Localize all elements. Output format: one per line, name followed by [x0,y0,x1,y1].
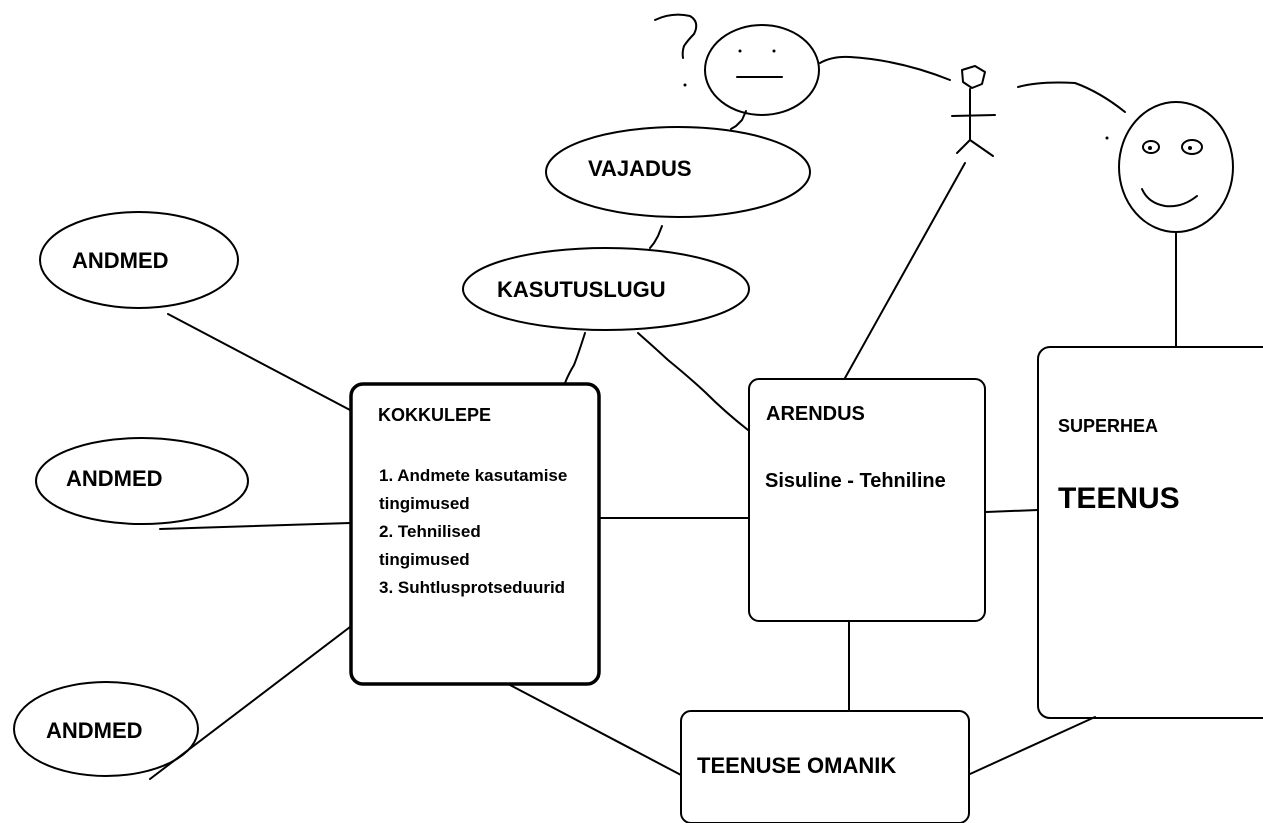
line-arendus-superhea [985,509,1039,513]
ellipse-vajadus [545,126,811,218]
question-dot [683,83,687,87]
line-face-stickman [819,55,951,81]
box-kokkulepe [349,382,601,686]
stickman-leg-left [956,139,971,154]
teenus-label: TEENUS [1058,482,1180,515]
kokkulepe-title: KOKKULEPE [378,405,492,425]
kokkulepe-item: 3. Suhtlusprotseduurid [379,578,566,597]
vajadus-label: VAJADUS [588,156,692,181]
line-face-vajadus [730,110,747,130]
stickman-head [961,65,986,89]
ellipse-andmed-3 [13,681,199,777]
line-stickman-arendus [844,162,966,379]
line-kasutuslugu-arendus [637,332,749,431]
stickman-leg-right [969,139,994,157]
neutral-eye-left [738,49,742,53]
arendus-title: ARENDUS [766,403,865,425]
line-kasutuslugu-kokkulepe [564,332,586,384]
andmed-label-2: ANDMED [66,466,163,491]
neutral-face-icon [704,24,820,116]
line-vajadus-kasutuslugu [649,225,663,249]
happy-face-icon [1118,101,1234,233]
arendus-subtitle: Sisuline - Tehniline [765,470,946,492]
box-superhea [1037,346,1263,719]
happy-side-dot [1105,136,1109,140]
happy-eye-left [1142,140,1160,154]
teenuse-omanik-label: TEENUSE OMANIK [697,753,897,778]
happy-eye-right-pupil [1188,146,1192,150]
question-mark-icon [654,13,698,59]
kokkulepe-item: tingimused [379,550,470,569]
kasutuslugu-label: KASUTUSLUGU [497,277,666,302]
kokkulepe-item: 1. Andmete kasutamise [379,466,568,485]
happy-eye-left-pupil [1148,146,1152,150]
kokkulepe-items: 1. Andmete kasutamise tingimused 2. Tehn… [379,462,567,602]
line-stickman-happy [1017,81,1126,113]
ellipse-andmed-1 [39,211,239,309]
happy-eye-right [1181,139,1203,155]
line-andmed1-kokkulepe [167,313,351,411]
box-teenuse-omanik [680,710,970,823]
line-andmed3-kokkulepe [149,626,351,780]
box-arendus [748,378,986,622]
happy-smile [1141,188,1198,208]
superhea-label: SUPERHEA [1058,416,1159,436]
stickman-arms [951,114,996,117]
kokkulepe-item: tingimused [379,494,470,513]
line-superhea-omanik [969,716,1096,775]
ellipse-andmed-2 [35,437,249,525]
andmed-label-1: ANDMED [72,248,169,273]
neutral-eye-right [772,49,776,53]
ellipse-kasutuslugu [462,247,750,331]
line-kokkulepe-omanik [509,684,682,776]
andmed-label-3: ANDMED [46,718,143,743]
line-andmed2-kokkulepe [159,522,351,530]
kokkulepe-item: 2. Tehnilised [379,522,481,541]
